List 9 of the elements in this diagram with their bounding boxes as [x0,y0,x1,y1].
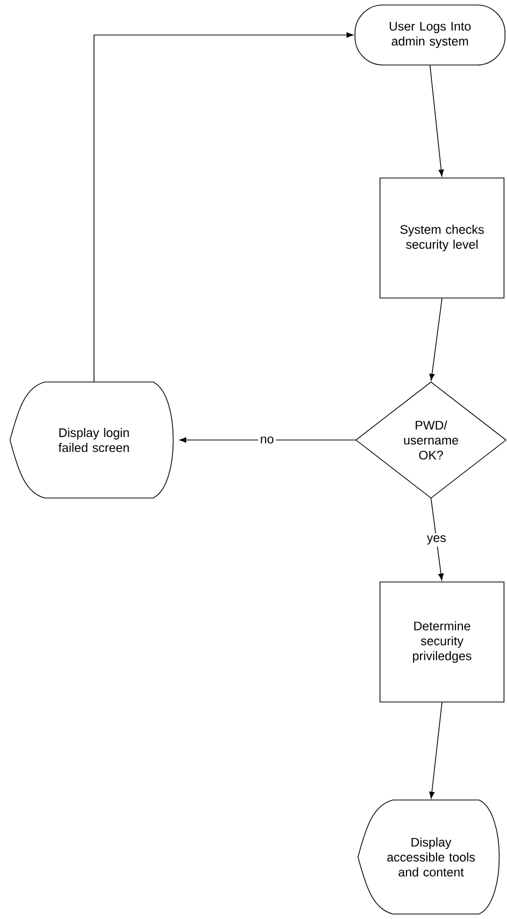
arrow [429,702,442,799]
arrow [429,298,442,381]
edge-label: no [258,434,276,446]
arrow [94,32,354,382]
process-box: Determine security priviledges [380,582,504,702]
arrow [179,437,356,443]
process-box: System checks security level [380,178,504,298]
arrow [430,498,444,580]
arrow [430,65,444,176]
